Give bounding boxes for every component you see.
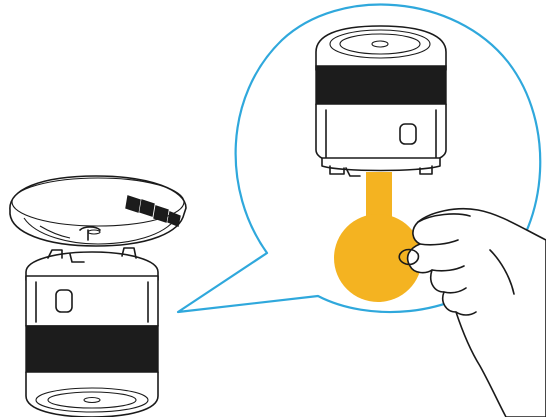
test-button-left-icon — [56, 290, 72, 312]
hand-icon — [399, 209, 546, 417]
test-button-icon — [400, 124, 416, 144]
mounting-base-icon — [10, 176, 186, 246]
detector-unit-icon — [26, 248, 158, 417]
detector-unit-callout — [316, 26, 446, 176]
detector-band-left — [26, 326, 158, 372]
detector-band — [316, 66, 446, 104]
